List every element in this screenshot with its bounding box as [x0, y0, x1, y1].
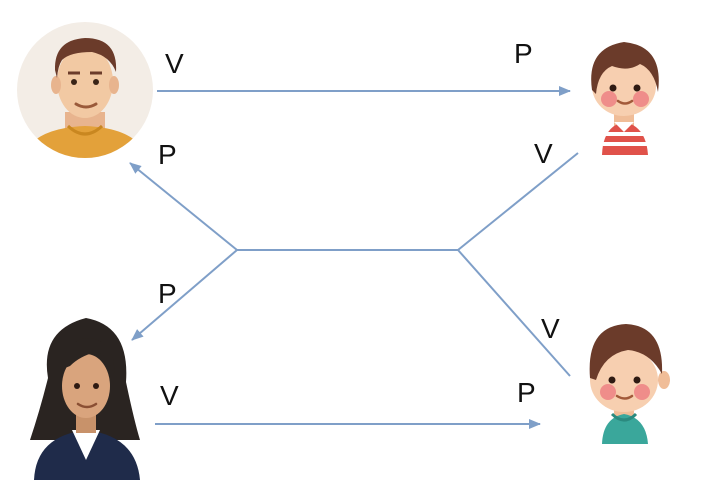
- arrow-center-to-father: [129, 162, 238, 251]
- line-boy2-to-center: [457, 249, 571, 377]
- label-lower-right-v: V: [541, 313, 560, 344]
- label-lower-left-p: P: [158, 278, 177, 309]
- man-avatar-icon: [17, 22, 153, 158]
- label-bottom-right-p: P: [517, 377, 536, 408]
- label-top-left-v: V: [165, 48, 184, 79]
- line-boy1-to-center: [457, 152, 579, 251]
- label-upper-right-v: V: [534, 138, 553, 169]
- label-bottom-left-v: V: [160, 380, 179, 411]
- boy-avatar-icon: [591, 42, 659, 155]
- arrow-center-to-mother: [131, 249, 238, 341]
- label-upper-left-p: P: [158, 139, 177, 170]
- woman-avatar-icon: [30, 318, 140, 480]
- boy-avatar-icon: [589, 324, 670, 444]
- label-top-right-p: P: [514, 38, 533, 69]
